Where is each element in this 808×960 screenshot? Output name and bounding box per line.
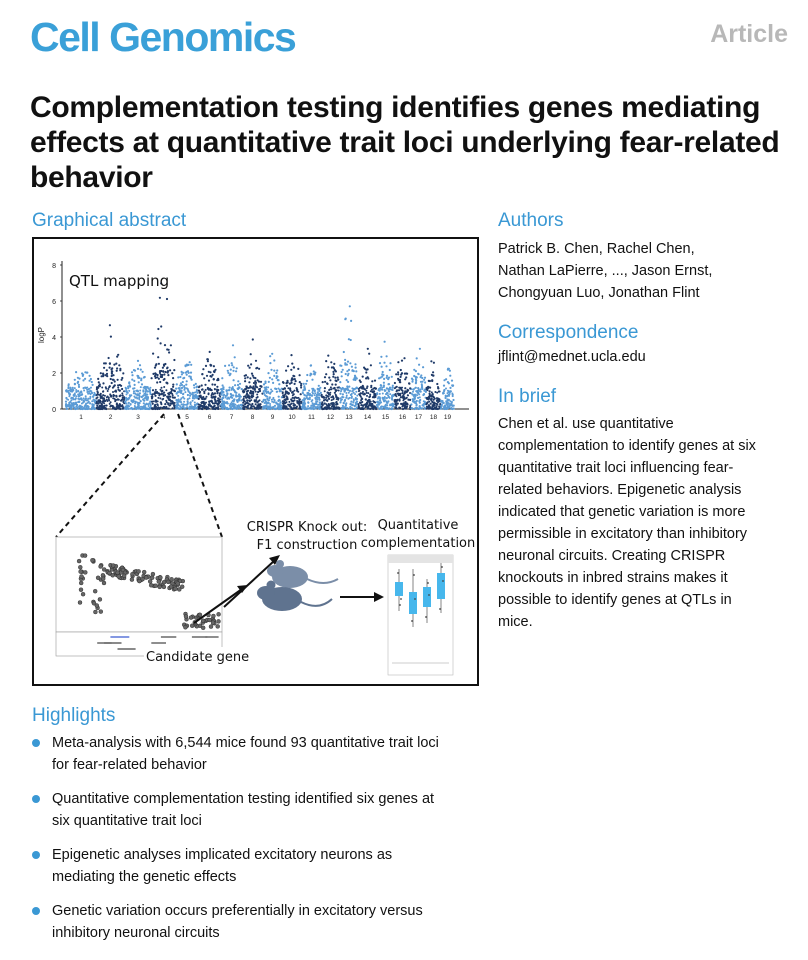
box-3 — [423, 587, 431, 607]
highlight-item: Genetic variation occurs preferentially … — [32, 900, 482, 944]
highlight-line: six quantitative trait loci — [52, 813, 202, 829]
highlight-item: Meta-analysis with 6,544 mice found 93 q… — [32, 732, 482, 776]
bullet-icon — [32, 795, 40, 803]
in-brief-line: knockouts in inbred strains makes it — [498, 570, 728, 586]
chromosome-label: 15 — [382, 414, 390, 421]
chromosome-label: 5 — [185, 414, 189, 421]
chromosome-label: 12 — [327, 414, 335, 421]
y-tick-label: 6 — [52, 299, 56, 306]
candidate-arrow — [193, 588, 243, 624]
mouse-front — [257, 580, 333, 611]
chromosome-label: 8 — [251, 414, 255, 421]
in-brief-line: neuronal circuits. Creating CRISPR — [498, 548, 726, 564]
highlight-line: inhibitory neuronal circuits — [52, 925, 220, 941]
chromosome-label: 4 — [162, 414, 166, 421]
highlights-list: Meta-analysis with 6,544 mice found 93 q… — [32, 732, 482, 956]
in-brief-line: Chen et al. use quantitative — [498, 416, 674, 432]
y-tick-label: 8 — [52, 263, 56, 270]
bullet-icon — [32, 851, 40, 859]
bullet-icon — [32, 739, 40, 747]
chromosome-label: 18 — [430, 414, 438, 421]
box-4 — [437, 573, 445, 599]
highlight-item: Epigenetic analyses implicated excitator… — [32, 844, 482, 888]
in-brief-line: indicated that genetic variation is more — [498, 504, 746, 520]
arrow-to-mice-head — [269, 555, 280, 565]
chromosome-label: 17 — [415, 414, 423, 421]
graphical-abstract-heading: Graphical abstract — [32, 210, 187, 231]
zoom-line-right — [177, 413, 223, 538]
in-brief-text: Chen et al. use quantitative complementa… — [498, 413, 798, 633]
y-axis-label: logP — [37, 327, 46, 343]
manhattan-points — [64, 282, 455, 411]
authors-line: Chongyuan Luo, Jonathan Flint — [498, 285, 700, 301]
quant-label-line2: complementation — [361, 536, 476, 551]
locus-zoom-plot: Candidate gene — [55, 536, 252, 665]
candidate-label-bg — [144, 647, 252, 665]
correspondence-heading: Correspondence — [498, 322, 639, 343]
in-brief-line: complementation to identify genes at six — [498, 438, 756, 454]
chromosome-label: 9 — [271, 414, 275, 421]
chromosome-label: 6 — [208, 414, 212, 421]
highlight-line: Meta-analysis with 6,544 mice found 93 q… — [52, 735, 439, 751]
chromosome-label: 2 — [109, 414, 113, 421]
chromosome-label: 11 — [308, 414, 315, 421]
y-tick-label: 0 — [52, 407, 56, 414]
highlight-line: Epigenetic analyses implicated excitator… — [52, 847, 393, 863]
y-tick-label: 4 — [52, 335, 56, 342]
in-brief-line: related behaviors. Epigenetic analysis — [498, 482, 742, 498]
authors-heading: Authors — [498, 210, 564, 231]
correspondence-email[interactable]: jflint@mednet.ucla.edu — [498, 349, 646, 365]
chromosome-label: 13 — [345, 414, 353, 421]
crispr-label-line1: CRISPR Knock out: — [247, 520, 367, 535]
arrow-to-mice — [223, 560, 275, 608]
highlight-line: mediating the genetic effects — [52, 869, 237, 885]
box-2 — [409, 592, 417, 614]
in-brief-line: permissible in excitatory than inhibitor… — [498, 526, 748, 542]
journal-name: Cell Genomics — [30, 14, 297, 60]
bullet-icon — [32, 907, 40, 915]
zoom-line-left — [55, 413, 165, 538]
y-tick-label: 2 — [52, 371, 56, 378]
chromosome-label: 1 — [79, 414, 83, 421]
boxplot-header — [388, 555, 453, 563]
candidate-gene-label: Candidate gene — [146, 650, 249, 665]
qtl-mapping-label: QTL mapping — [69, 272, 169, 290]
mice-illustration — [257, 560, 339, 611]
locus-points — [76, 553, 221, 630]
quant-label-line1: Quantitative — [378, 518, 459, 533]
chromosome-label: 16 — [399, 414, 407, 421]
y-tick-labels: 0 2 4 6 8 — [52, 263, 62, 414]
chromosome-label: 10 — [288, 414, 296, 421]
in-brief-heading: In brief — [498, 386, 557, 407]
highlights-heading: Highlights — [32, 705, 116, 726]
highlight-line: Genetic variation occurs preferentially … — [52, 903, 423, 919]
box-1 — [395, 582, 403, 596]
highlight-item: Quantitative complementation testing ide… — [32, 788, 482, 832]
boxplot — [387, 554, 454, 676]
highlight-line: for fear-related behavior — [52, 757, 207, 773]
chromosome-label: 3 — [136, 414, 140, 421]
chromosome-label: 14 — [364, 414, 372, 421]
authors-line: Nathan LaPierre, ..., Jason Ernst, — [498, 263, 713, 279]
authors-line: Patrick B. Chen, Rachel Chen, — [498, 241, 695, 257]
chromosome-label: 7 — [230, 414, 234, 421]
chromosome-label: 19 — [444, 414, 452, 421]
article-type-label: Article — [710, 20, 788, 48]
article-title: Complementation testing identifies genes… — [30, 91, 780, 194]
in-brief-line: possible to identify genes at QTLs in — [498, 592, 732, 608]
mouse-back — [267, 560, 339, 588]
crispr-label-line2: F1 construction — [257, 538, 358, 553]
authors-list: Patrick B. Chen, Rachel Chen, Nathan LaP… — [498, 238, 798, 304]
arrow-to-boxplot-head — [374, 592, 384, 602]
highlight-line: Quantitative complementation testing ide… — [52, 791, 435, 807]
in-brief-line: quantitative trait loci influencing fear… — [498, 460, 734, 476]
in-brief-line: mice. — [498, 614, 533, 630]
